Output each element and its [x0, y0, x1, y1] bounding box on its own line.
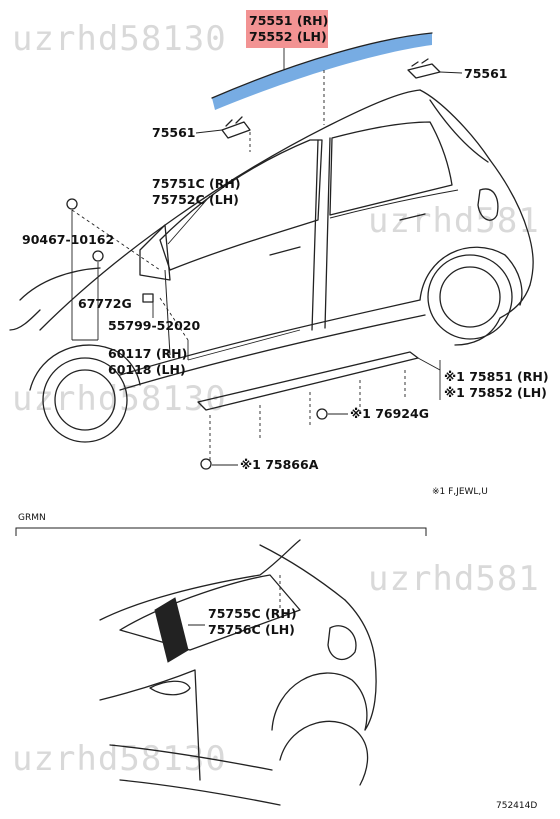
label-pillar-garnish-rh: 75755C (RH) [208, 606, 297, 621]
label-pillar-lh: 75752C (LH) [152, 192, 239, 207]
label-pillar-garnish-lh: 75756C (LH) [208, 622, 295, 637]
car-body-top [9, 89, 534, 443]
label-highlight [246, 10, 328, 48]
label-pillar-rh: 75751C (RH) [152, 176, 241, 191]
watermark: uzrhd58130 [12, 19, 227, 59]
watermark: uzrhd58130 [12, 739, 227, 779]
label-part-90467: 90467-10162 [22, 232, 114, 247]
label-roof-molding-rh: 75551 (RH) [249, 13, 328, 28]
label-rocker-rh: 60117 (RH) [108, 346, 187, 361]
label-part-67772: 67772G [78, 296, 132, 311]
side-moulding-strip [197, 351, 419, 411]
label-clip-right: 75561 [464, 66, 508, 81]
pillar-garnish-icon [154, 597, 189, 663]
watermark: uzrhd581 [368, 201, 540, 241]
nut-icon [200, 458, 212, 470]
diagram-id: 752414D [496, 801, 537, 811]
label-rocker-lh: 60118 (LH) [108, 362, 186, 377]
watermark: uzrhd581 [368, 559, 540, 599]
clip-icon [92, 250, 104, 262]
roof-clip-right-icon [407, 58, 441, 79]
footnote: ※1 F,JEWL,U [432, 487, 488, 497]
roof-clip-left-icon [221, 116, 251, 139]
nut-icon [316, 408, 328, 420]
screw-icon [66, 198, 78, 210]
label-part-55799: 55799-52020 [108, 318, 200, 333]
label-nut-76924: ※1 76924G [350, 406, 429, 421]
watermark: uzrhd58130 [12, 379, 227, 419]
section-title: GRMN [18, 513, 46, 523]
clip-icon [142, 293, 154, 303]
car-body-bottom [99, 539, 377, 806]
label-side-rh: ※1 75851 (RH) [444, 369, 549, 384]
label-clip-left: 75561 [152, 125, 196, 140]
label-nut-75866: ※1 75866A [240, 457, 319, 472]
label-side-lh: ※1 75852 (LH) [444, 385, 547, 400]
label-roof-molding-lh: 75552 (LH) [249, 29, 327, 44]
roof-molding-highlight [212, 33, 432, 110]
